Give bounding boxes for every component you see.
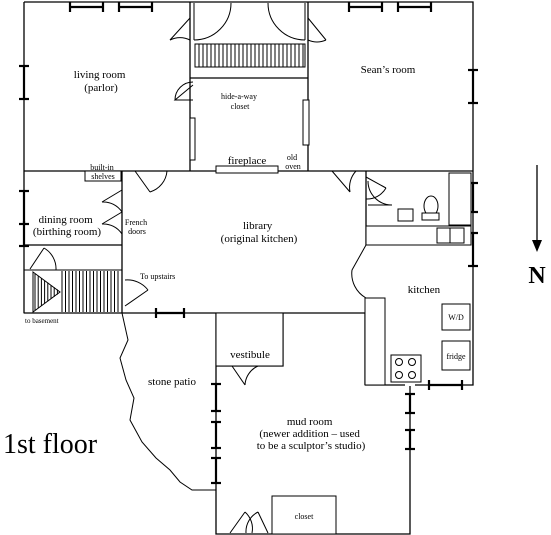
kitchen-counter-left [364, 297, 386, 386]
door-kitchen-top [365, 176, 387, 200]
vestibule-label: vestibule [230, 349, 270, 361]
window-mudroom-left-1 [211, 382, 221, 413]
door-top-pair-left [193, 2, 232, 41]
sink [397, 208, 414, 222]
window-left-3 [19, 221, 29, 248]
door-bath [367, 180, 393, 206]
wd-label: W/D [448, 313, 464, 322]
builtin-shelves-label: built-in shelves [90, 163, 116, 181]
windows [19, 2, 478, 485]
old-oven-label: old oven [285, 153, 301, 171]
staircase-upper [190, 43, 308, 79]
closet-partition [189, 117, 196, 161]
window-library-bottom [154, 308, 186, 318]
kitchen-label: kitchen [408, 284, 441, 296]
door-vestibule-bottom [231, 365, 259, 386]
window-mudroom-right-2 [405, 428, 415, 451]
stove [390, 354, 422, 383]
to-upstairs-label: To upstairs [140, 272, 175, 281]
doors [29, 2, 393, 534]
north-arrow: N [528, 165, 546, 289]
library-label: library (original kitchen) [221, 220, 298, 245]
door-mudroom-closet-2 [245, 511, 269, 534]
vestibule-box [215, 312, 284, 367]
door-upstairs [124, 279, 149, 307]
old-oven [302, 99, 310, 146]
fixtures [84, 99, 472, 535]
fireplace-label: fireplace [228, 155, 267, 167]
fridge-label: fridge [446, 352, 466, 361]
north-label: N [528, 263, 546, 289]
toilet-tank [421, 212, 440, 221]
floor-title: 1st floor [3, 429, 98, 460]
mud-room-label: mud room (newer addition – used to be a … [257, 416, 366, 452]
window-left-2 [19, 189, 29, 226]
window-mudroom-left-3 [211, 456, 221, 485]
washer-dryer [441, 303, 471, 331]
door-mudroom-closet-1 [229, 511, 253, 534]
seans-room-label: Sean’s room [361, 64, 416, 76]
mudroom-closet [271, 495, 337, 535]
stone-patio-label: stone patio [148, 376, 196, 388]
door-french-1 [101, 189, 123, 213]
door-library-top-right [331, 170, 357, 193]
window-top-2 [117, 2, 154, 12]
closet-label: closet [295, 512, 314, 521]
window-mudroom-right-1 [405, 392, 415, 415]
builtin-shelves [84, 170, 122, 182]
door-library-top-left [134, 170, 168, 193]
stone-patio-edge [119, 312, 216, 491]
window-top-3 [347, 2, 384, 12]
window-mudroom-left-2 [211, 420, 221, 450]
to-basement-label: to basement [25, 317, 59, 325]
door-top-pair-right [267, 2, 306, 41]
door-hideaway-closet [173, 81, 194, 101]
living-room-label: living room (parlor) [74, 69, 128, 94]
bathtub [448, 172, 472, 226]
hideaway-closet-label: hide-a-way closet [221, 92, 259, 111]
door-seans-room [307, 17, 327, 43]
door-living-room [169, 17, 191, 41]
fridge [441, 340, 471, 371]
window-top-1 [68, 2, 105, 12]
staircase-lower [23, 269, 123, 314]
window-top-4 [396, 2, 433, 12]
door-library-kitchen [351, 244, 367, 299]
window-left-1 [19, 64, 29, 101]
door-dining [29, 247, 57, 271]
fireplace-hearth [215, 165, 279, 174]
dining-room-label: dining room (birthing room) [33, 214, 101, 238]
french-doors-label: French doors [125, 218, 149, 236]
door-french-2 [101, 211, 123, 235]
window-kitchen-bottom [427, 380, 464, 390]
window-right-1 [468, 68, 478, 105]
